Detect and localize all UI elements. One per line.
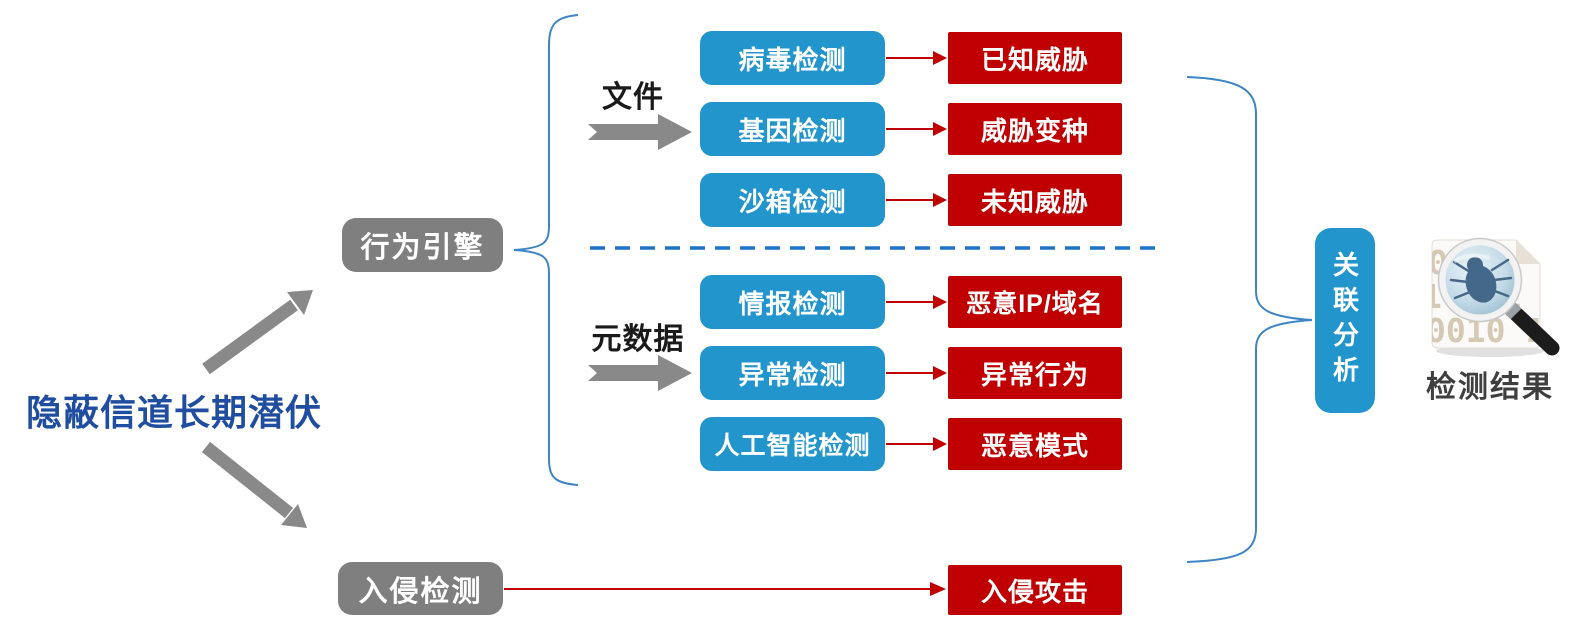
lens-highlight bbox=[1452, 253, 1491, 264]
right-brace bbox=[1186, 76, 1313, 563]
bug-scan-document-icon: 01 0 1 0 1 0010 1 bbox=[1424, 232, 1572, 360]
flow-arrow-intel bbox=[886, 295, 947, 309]
result-box-malicious-ip: 恶意IP/域名 bbox=[948, 276, 1122, 328]
metadata-arrow bbox=[588, 355, 692, 391]
file-arrow bbox=[588, 114, 692, 150]
page-fold bbox=[1516, 240, 1540, 264]
detector-box-gene: 基因检测 bbox=[700, 102, 885, 156]
result-box-abnormal-behavior: 异常行为 bbox=[948, 347, 1122, 399]
left-brace bbox=[513, 14, 579, 486]
page-title: 隐蔽信道长期潜伏 bbox=[26, 392, 323, 433]
flow-arrow-intrusion bbox=[504, 582, 946, 596]
flow-arrow-anomaly bbox=[886, 366, 947, 380]
result-box-known-threat: 已知威胁 bbox=[948, 32, 1122, 84]
detector-box-anomaly: 异常检测 bbox=[700, 346, 885, 400]
flow-arrow-sandbox bbox=[886, 193, 947, 207]
detector-box-virus: 病毒检测 bbox=[700, 31, 885, 85]
result-box-intrusion-attack: 入侵攻击 bbox=[948, 565, 1122, 615]
metadata-input-label: 元数据 bbox=[591, 323, 685, 356]
flow-arrow-virus bbox=[886, 51, 947, 65]
flow-arrow-ai bbox=[886, 437, 947, 451]
file-input-label: 文件 bbox=[602, 81, 664, 114]
bug bbox=[1449, 258, 1513, 300]
result-box-unknown-threat: 未知威胁 bbox=[948, 174, 1122, 226]
down-right-arrow bbox=[201, 441, 307, 528]
bug-head bbox=[1467, 257, 1483, 273]
result-box-malicious-pattern: 恶意模式 bbox=[948, 418, 1122, 470]
result-label: 检测结果 bbox=[1426, 371, 1554, 404]
behavior-engine-box: 行为引擎 bbox=[342, 218, 503, 272]
result-box-threat-variant: 威胁变种 bbox=[948, 103, 1122, 155]
detector-box-sandbox: 沙箱检测 bbox=[700, 173, 885, 227]
magnifier-handle bbox=[1504, 302, 1560, 356]
detector-box-ai: 人工智能检测 bbox=[700, 417, 885, 471]
flow-arrow-gene bbox=[886, 122, 947, 136]
intrusion-engine-box: 入侵检测 bbox=[338, 562, 503, 615]
correlation-analysis-box: 关联分析 bbox=[1315, 228, 1375, 413]
detector-box-intel: 情报检测 bbox=[700, 275, 885, 329]
magnifier bbox=[1437, 237, 1560, 356]
bug-body bbox=[1465, 265, 1497, 303]
up-right-arrow bbox=[202, 290, 313, 375]
